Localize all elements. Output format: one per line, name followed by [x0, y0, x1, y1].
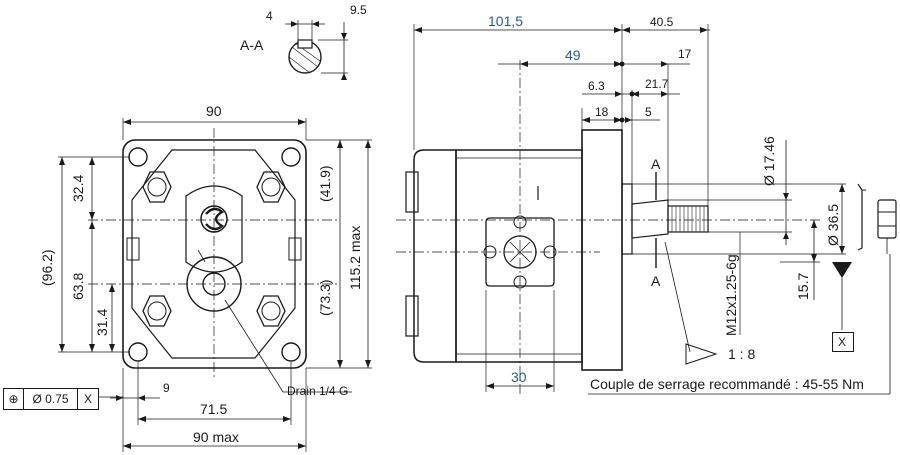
- dim-key-width: 4: [266, 9, 273, 23]
- dim-bottom-width: 90 max: [193, 429, 239, 445]
- section-mark-top: A: [651, 156, 661, 172]
- dim-hole-spacing: 71.5: [200, 401, 228, 417]
- position-tolerance-value: Ø 0.75: [24, 389, 78, 409]
- section-label: A-A: [240, 37, 264, 53]
- dim-shaft-diameter: Ø 36.5: [825, 203, 841, 246]
- dim-right-overall: 115.2 max: [347, 225, 363, 290]
- dim-right-lower: (73.3): [317, 279, 333, 316]
- dim-bore-diameter: Ø 17.46: [761, 136, 777, 186]
- dim-5: 5: [645, 105, 652, 119]
- position-symbol-icon: ⊕: [4, 389, 24, 409]
- drain-label: Drain 1/4 G: [287, 384, 349, 398]
- datum-x-box: X: [832, 332, 854, 352]
- torque-note: Couple de serrage recommandé : 45-55 Nm: [590, 376, 864, 392]
- section-mark-bottom: A: [651, 273, 661, 289]
- dim-pilot-offset: 40.5: [650, 15, 674, 29]
- dim-top-width: 90: [206, 103, 222, 119]
- dim-15-7: 15.7: [795, 272, 811, 300]
- dim-flange-offset: 49: [565, 47, 581, 63]
- dim-18: 18: [595, 105, 609, 119]
- dim-6-3: 6.3: [588, 79, 605, 93]
- section-a-a: [285, 20, 348, 80]
- dim-key-height: 9.5: [350, 3, 367, 17]
- dim-21-7: 21.7: [645, 77, 669, 91]
- dim-hole-offset: 9: [163, 381, 170, 395]
- dim-left-bottom: 31.4: [94, 308, 110, 336]
- dim-left-lower: 63.8: [70, 272, 86, 300]
- dim-right-upper: (41.9): [317, 165, 333, 202]
- dim-overall-length: 101,5: [488, 13, 524, 29]
- position-tolerance-frame: ⊕ Ø 0.75 X: [3, 388, 99, 410]
- dim-port-size: 30: [511, 369, 527, 385]
- dim-shaft-17: 17: [678, 47, 692, 61]
- position-tolerance-datum: X: [83, 392, 92, 406]
- thread-spec: M12x1.25-6g: [723, 254, 739, 336]
- dim-left-upper: 32.4: [70, 174, 86, 202]
- datum-x-label: X: [838, 335, 847, 349]
- side-view: [396, 24, 897, 395]
- front-view: [58, 118, 372, 452]
- taper-ratio: 1 : 8: [728, 346, 756, 362]
- dim-left-overall: (96.2): [39, 249, 55, 286]
